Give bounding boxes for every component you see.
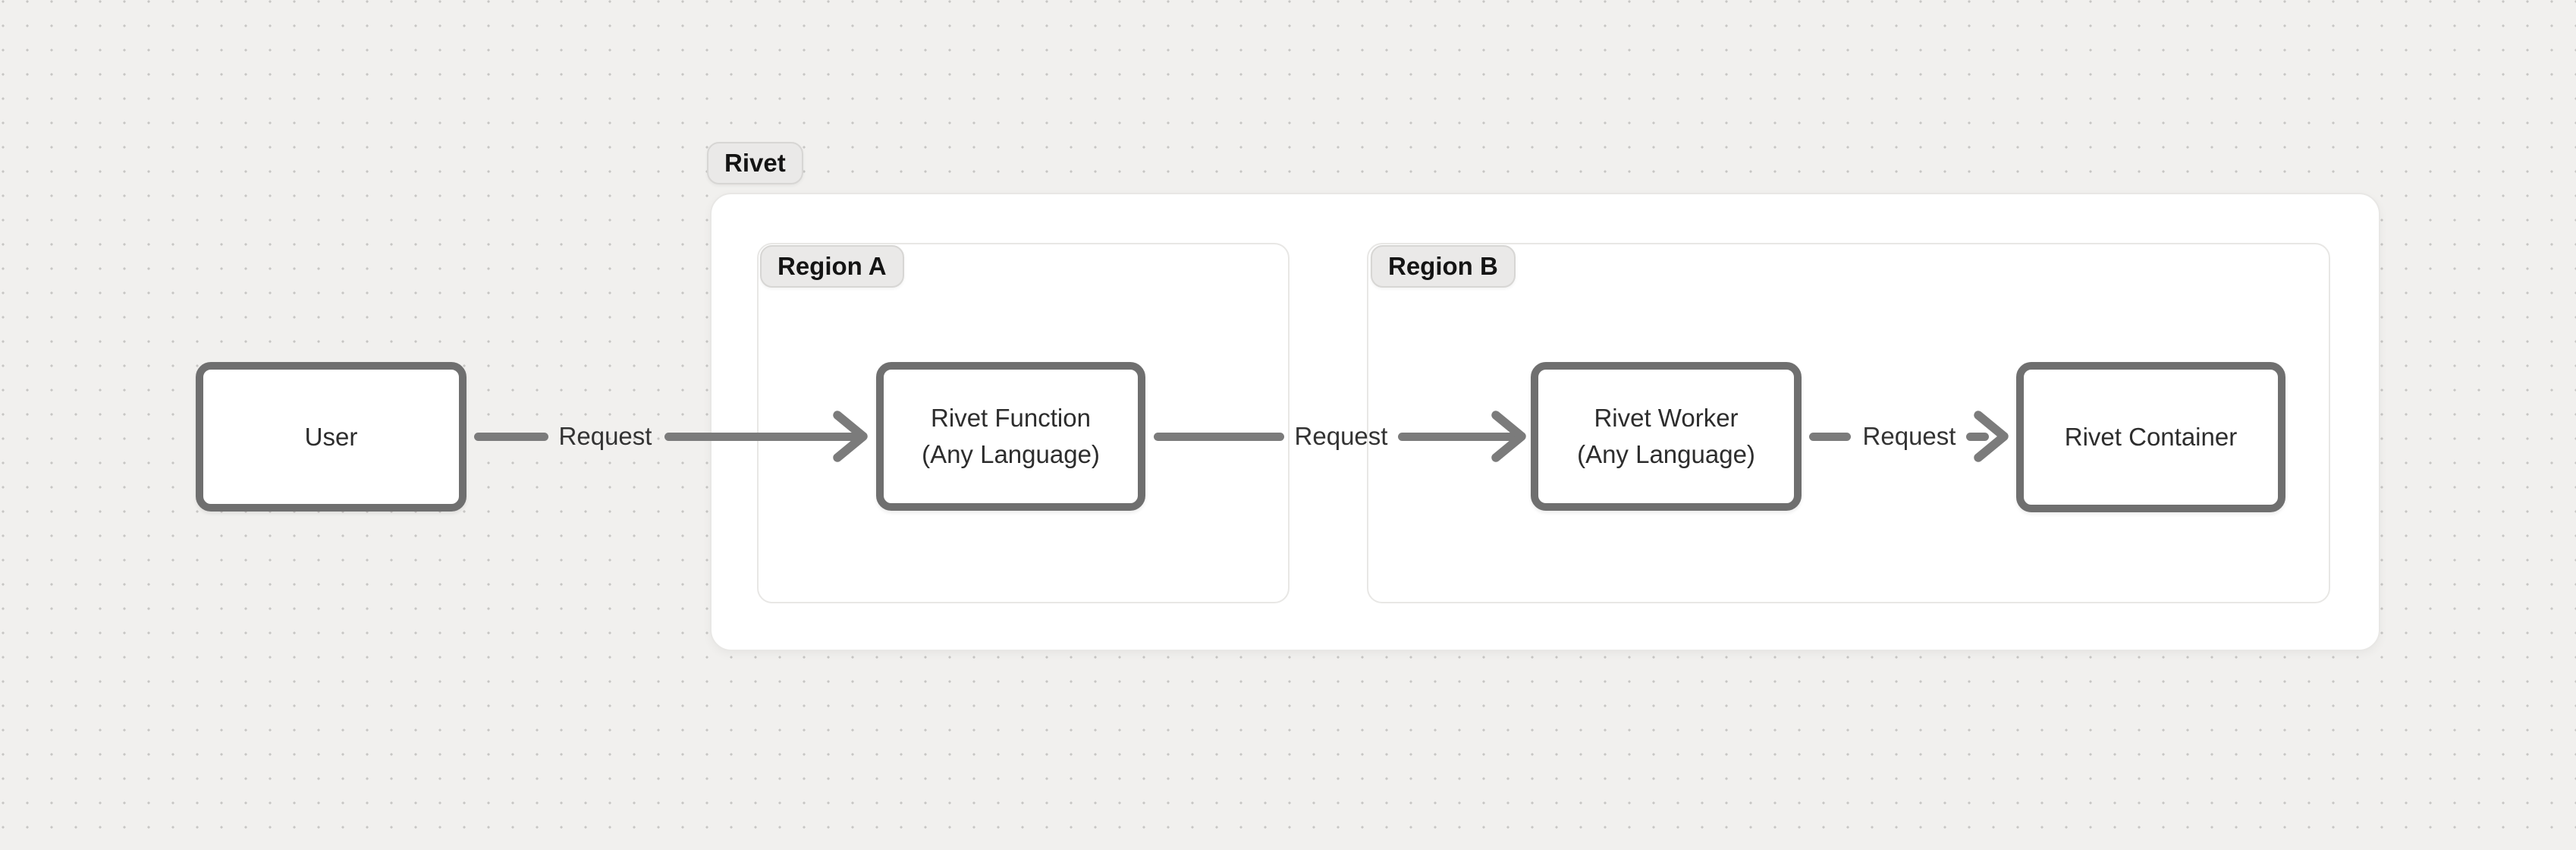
edge-worker-container-label: Request [1862, 422, 1956, 450]
rivet-group-label: Rivet [707, 142, 803, 184]
region-a-label: Region A [760, 245, 904, 288]
edge-function-worker-line [1398, 433, 1521, 441]
node-rivet-container: Rivet Container [2016, 362, 2285, 512]
node-rivet-function: Rivet Function (Any Language) [876, 362, 1145, 511]
node-rivet-worker: Rivet Worker (Any Language) [1531, 362, 1802, 511]
edge-user-function-label: Request [558, 422, 652, 450]
arrowhead-right-icon [833, 411, 868, 462]
node-user: User [196, 362, 467, 512]
edge-worker-container-line [1966, 433, 1989, 441]
arrowhead-right-icon [1491, 411, 1526, 462]
edge-worker-container-line [1809, 433, 1851, 441]
edge-user-function-line [664, 433, 862, 441]
edge-function-worker-line [1154, 433, 1284, 441]
arrowhead-right-icon [1974, 411, 2009, 462]
edge-user-function-line [474, 433, 548, 441]
region-b-label: Region B [1371, 245, 1516, 288]
edge-function-worker-label: Request [1294, 422, 1388, 450]
